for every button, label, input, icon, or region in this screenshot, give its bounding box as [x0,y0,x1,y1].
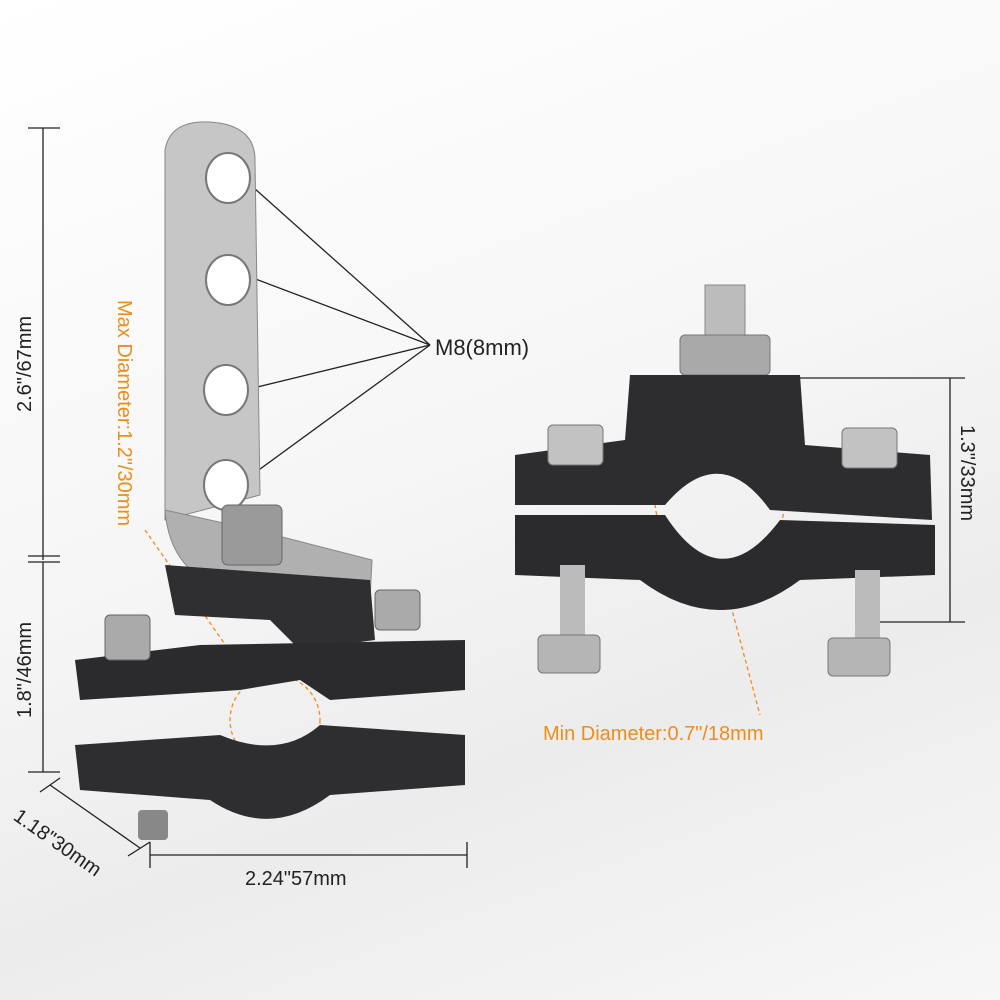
dimension-lines [28,127,965,868]
max-diameter-label: Max Diameter:1.2"/30mm [113,300,135,527]
right-bracket [515,284,935,677]
min-diameter-label: Min Diameter:0.7"/18mm [543,723,764,745]
height-upper-label: 2.6"/67mm [14,315,36,412]
hole-size-label: M8(8mm) [435,335,530,360]
left-bracket [75,121,465,840]
height-lower-label: 1.8"/46mm [14,621,36,718]
right-height-label: 1.3"/33mm [956,425,978,522]
width-label: 2.24"57mm [245,868,347,890]
